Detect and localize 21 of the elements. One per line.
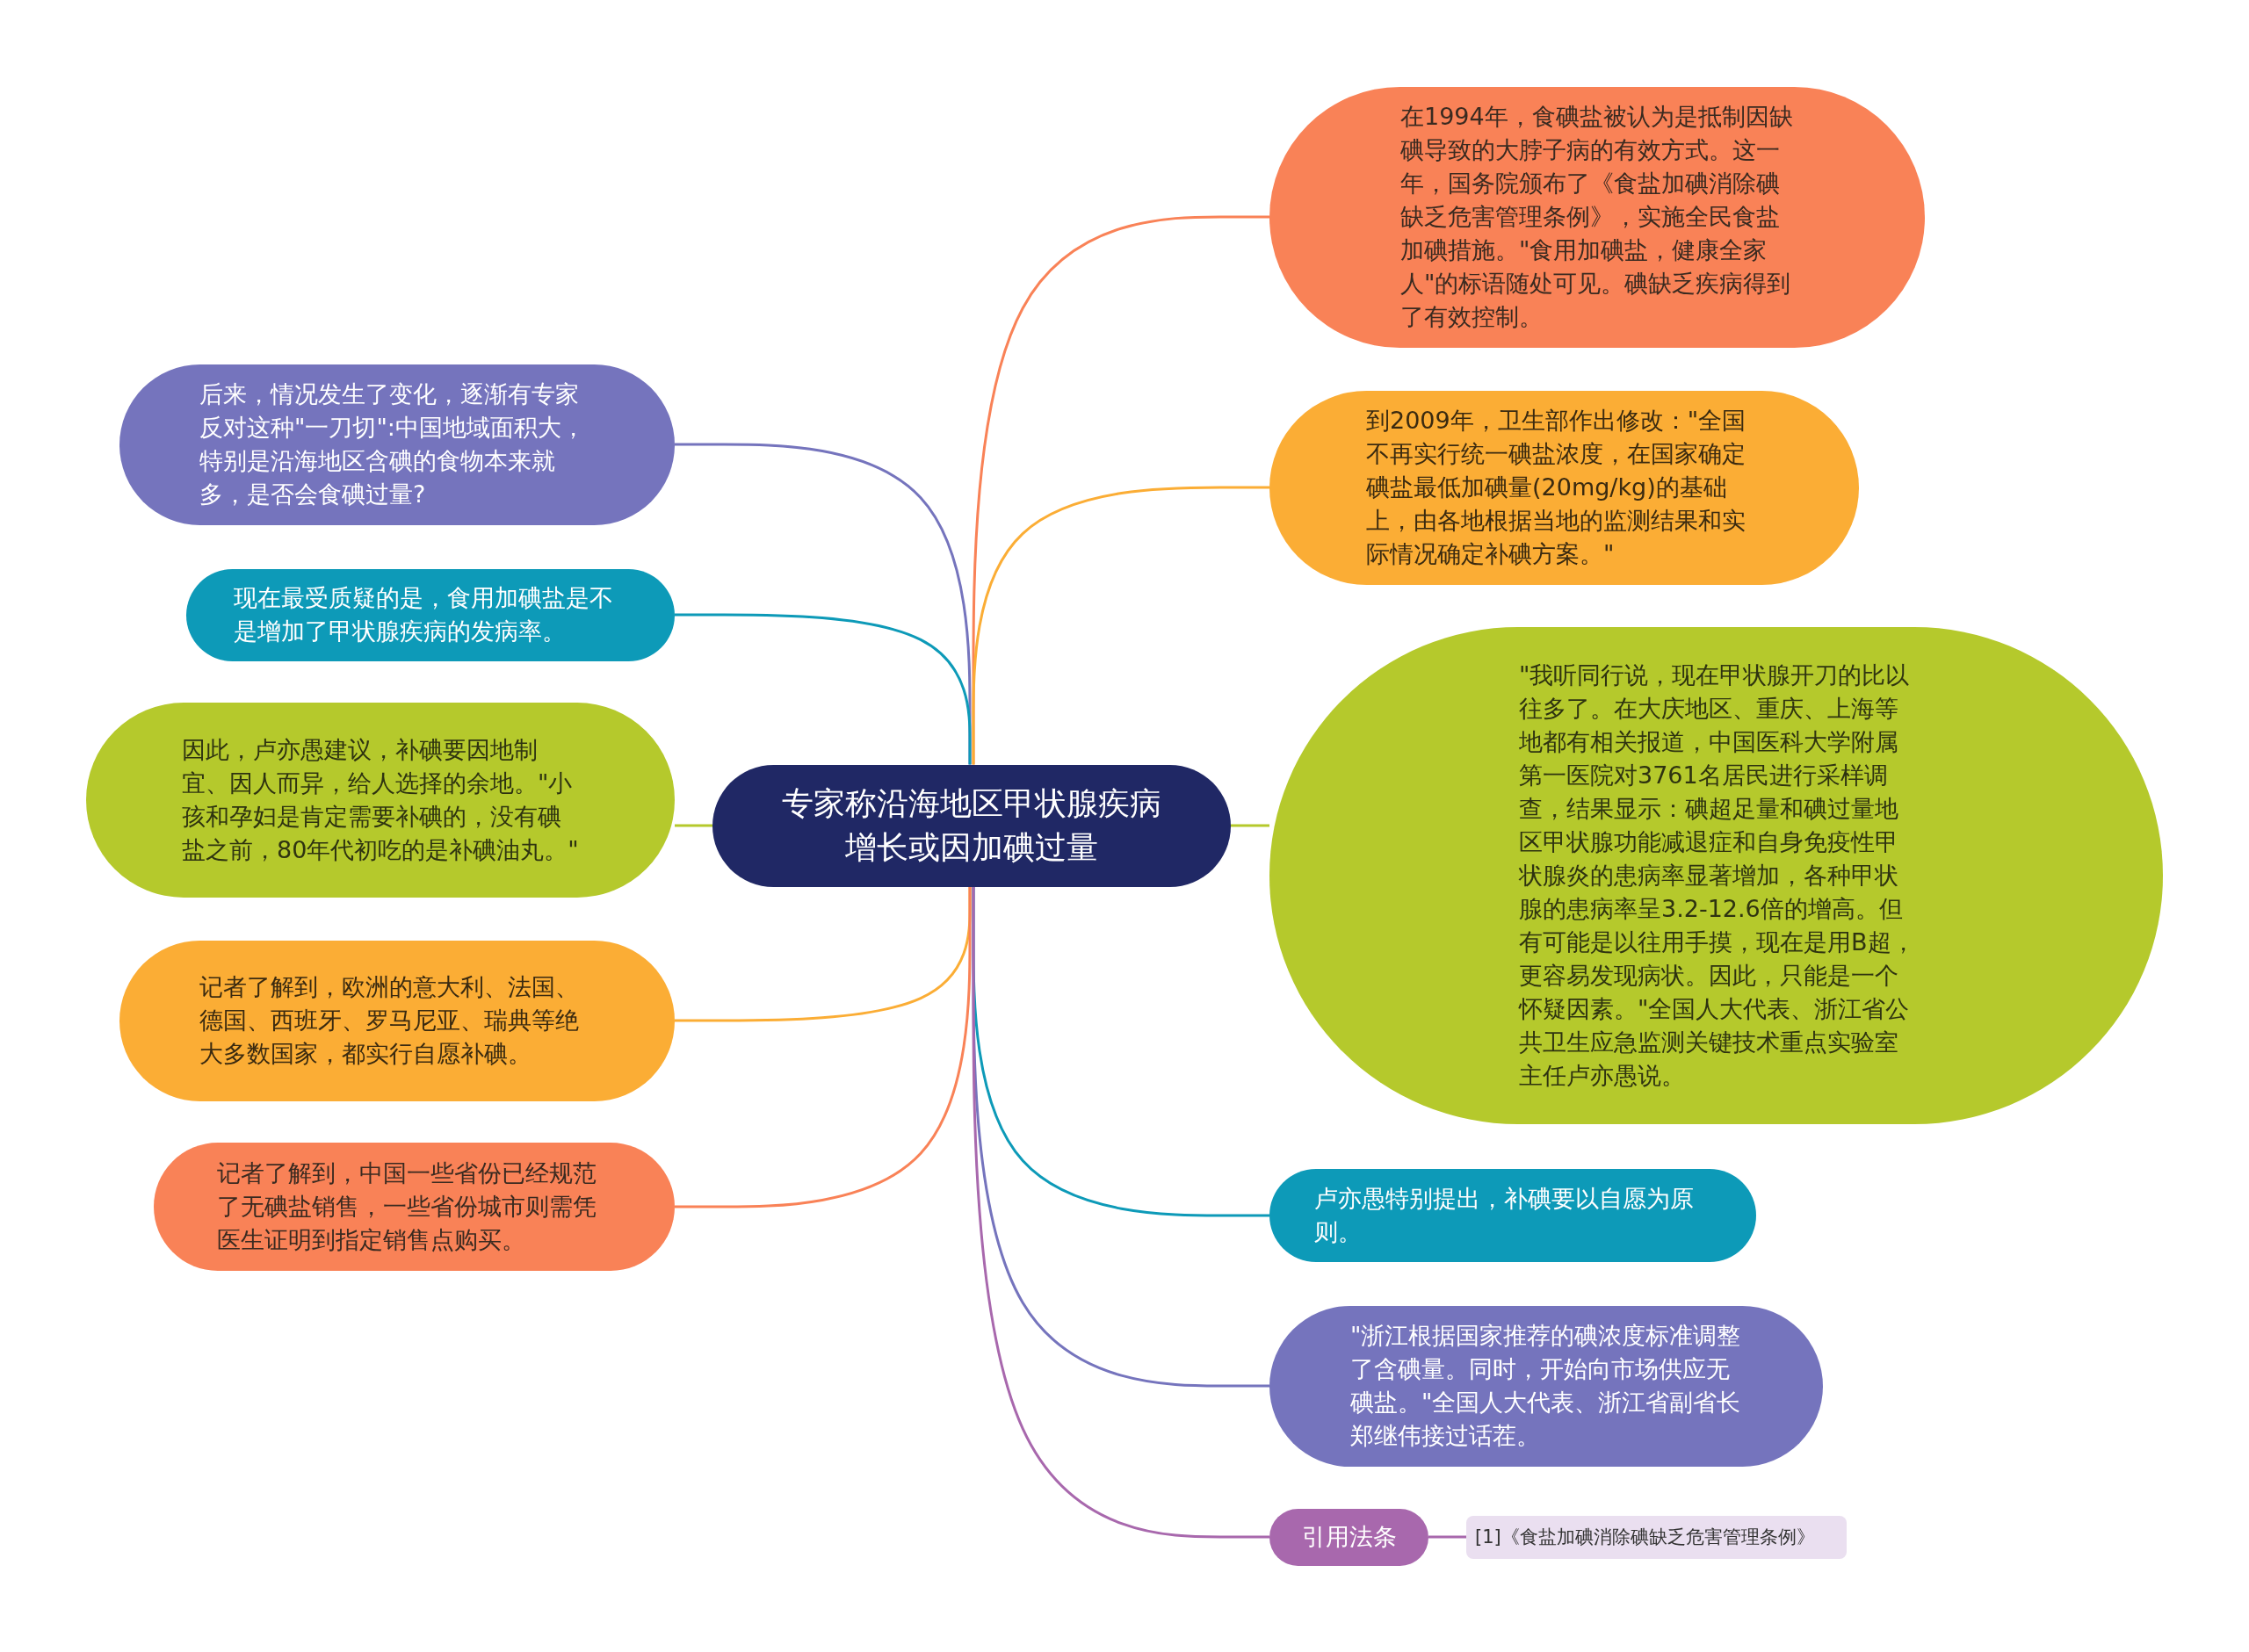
branch-line bbox=[1231, 824, 1269, 827]
node-text: 记者了解到，欧洲的意大利、法国、德国、西班牙、罗马尼亚、瑞典等绝大多数国家，都实行自愿补碘。 bbox=[199, 972, 580, 1069]
branch-line bbox=[972, 486, 1269, 765]
node-text: 记者了解到，中国一些省份已经规范了无碘盐销售，一些省份城市则需凭医生证明到指定销售点购买。 bbox=[217, 1158, 597, 1255]
branch-line bbox=[1428, 1535, 1466, 1539]
node-text: 卢亦愚特别提出，补碘要以自愿为原则。 bbox=[1314, 1184, 1695, 1247]
node-text: 引用法条 bbox=[1301, 1522, 1397, 1552]
node-text: "浙江根据国家推荐的碘浓度标准调整了含碘量。同时，开始向市场供应无碘盐。"全国人大代表、浙江省副省长郑继伟接过话茬。 bbox=[1350, 1321, 1742, 1451]
node-text: 现在最受质疑的是，食用加碘盐是不是增加了甲状腺疾病的发病率。 bbox=[234, 583, 614, 646]
node-text: "我听同行说，现在甲状腺开刀的比以往多了。在大庆地区、重庆、上海等地都有相关报道，中国医科大学附属第一医院对3761名居民进行采样调查，结果显示：碘超足量和碘过量地区甲状腺功能减退症和自身免疫性甲状腺炎的患病率显著增加，各种甲状腺的患病率呈3.2-12.6倍的增高。但有可能是以往用手摸，现在是用B超，更容易发现病状。因此，只能是一个怀疑因素。"全国人大代表、浙江省公共卫生应急监测关键技术重点实验室主任卢亦愚说。 bbox=[1519, 660, 1916, 1091]
branch-line bbox=[675, 886, 972, 1208]
branch-line bbox=[972, 886, 1269, 1539]
node-text: 专家称沿海地区甲状腺疾病增长或因加碘过量 bbox=[781, 784, 1162, 867]
reference-note bbox=[1466, 1515, 1847, 1559]
node-text: [1]《食盐加碘消除碘缺乏危害管理条例》 bbox=[1475, 1526, 1815, 1549]
branch-line bbox=[675, 824, 712, 827]
node-text: 后来，情况发生了变化，逐渐有专家反对这种"一刀切":中国地域面积大，特别是沿海地区含碘的食物本来就多，是否会食碘过量? bbox=[199, 379, 586, 509]
branch-line bbox=[675, 613, 972, 765]
node-text: 到2009年，卫生部作出修改："全国不再实行统一碘盐浓度，在国家确定碘盐最低加碘量(20mg/kg)的基础上，由各地根据当地的监测结果和实际情况确定补碘方案。" bbox=[1366, 406, 1747, 569]
node-text: 因此，卢亦愚建议，补碘要因地制宜、因人而异，给人选择的余地。"小孩和孕妇是肯定需要补碘的，没有碘盐之前，80年代初吃的是补碘油丸。" bbox=[182, 735, 580, 865]
node-text: 在1994年，食碘盐被认为是抵制因缺碘导致的大脖子病的有效方式。这一年，国务院颁布了《食盐加碘消除碘缺乏危害管理条例》，实施全民食盐加碘措施。"食用加碘盐，健康全家人"的标语随处可见。碘缺乏疾病得到了有效控制。 bbox=[1400, 102, 1794, 332]
